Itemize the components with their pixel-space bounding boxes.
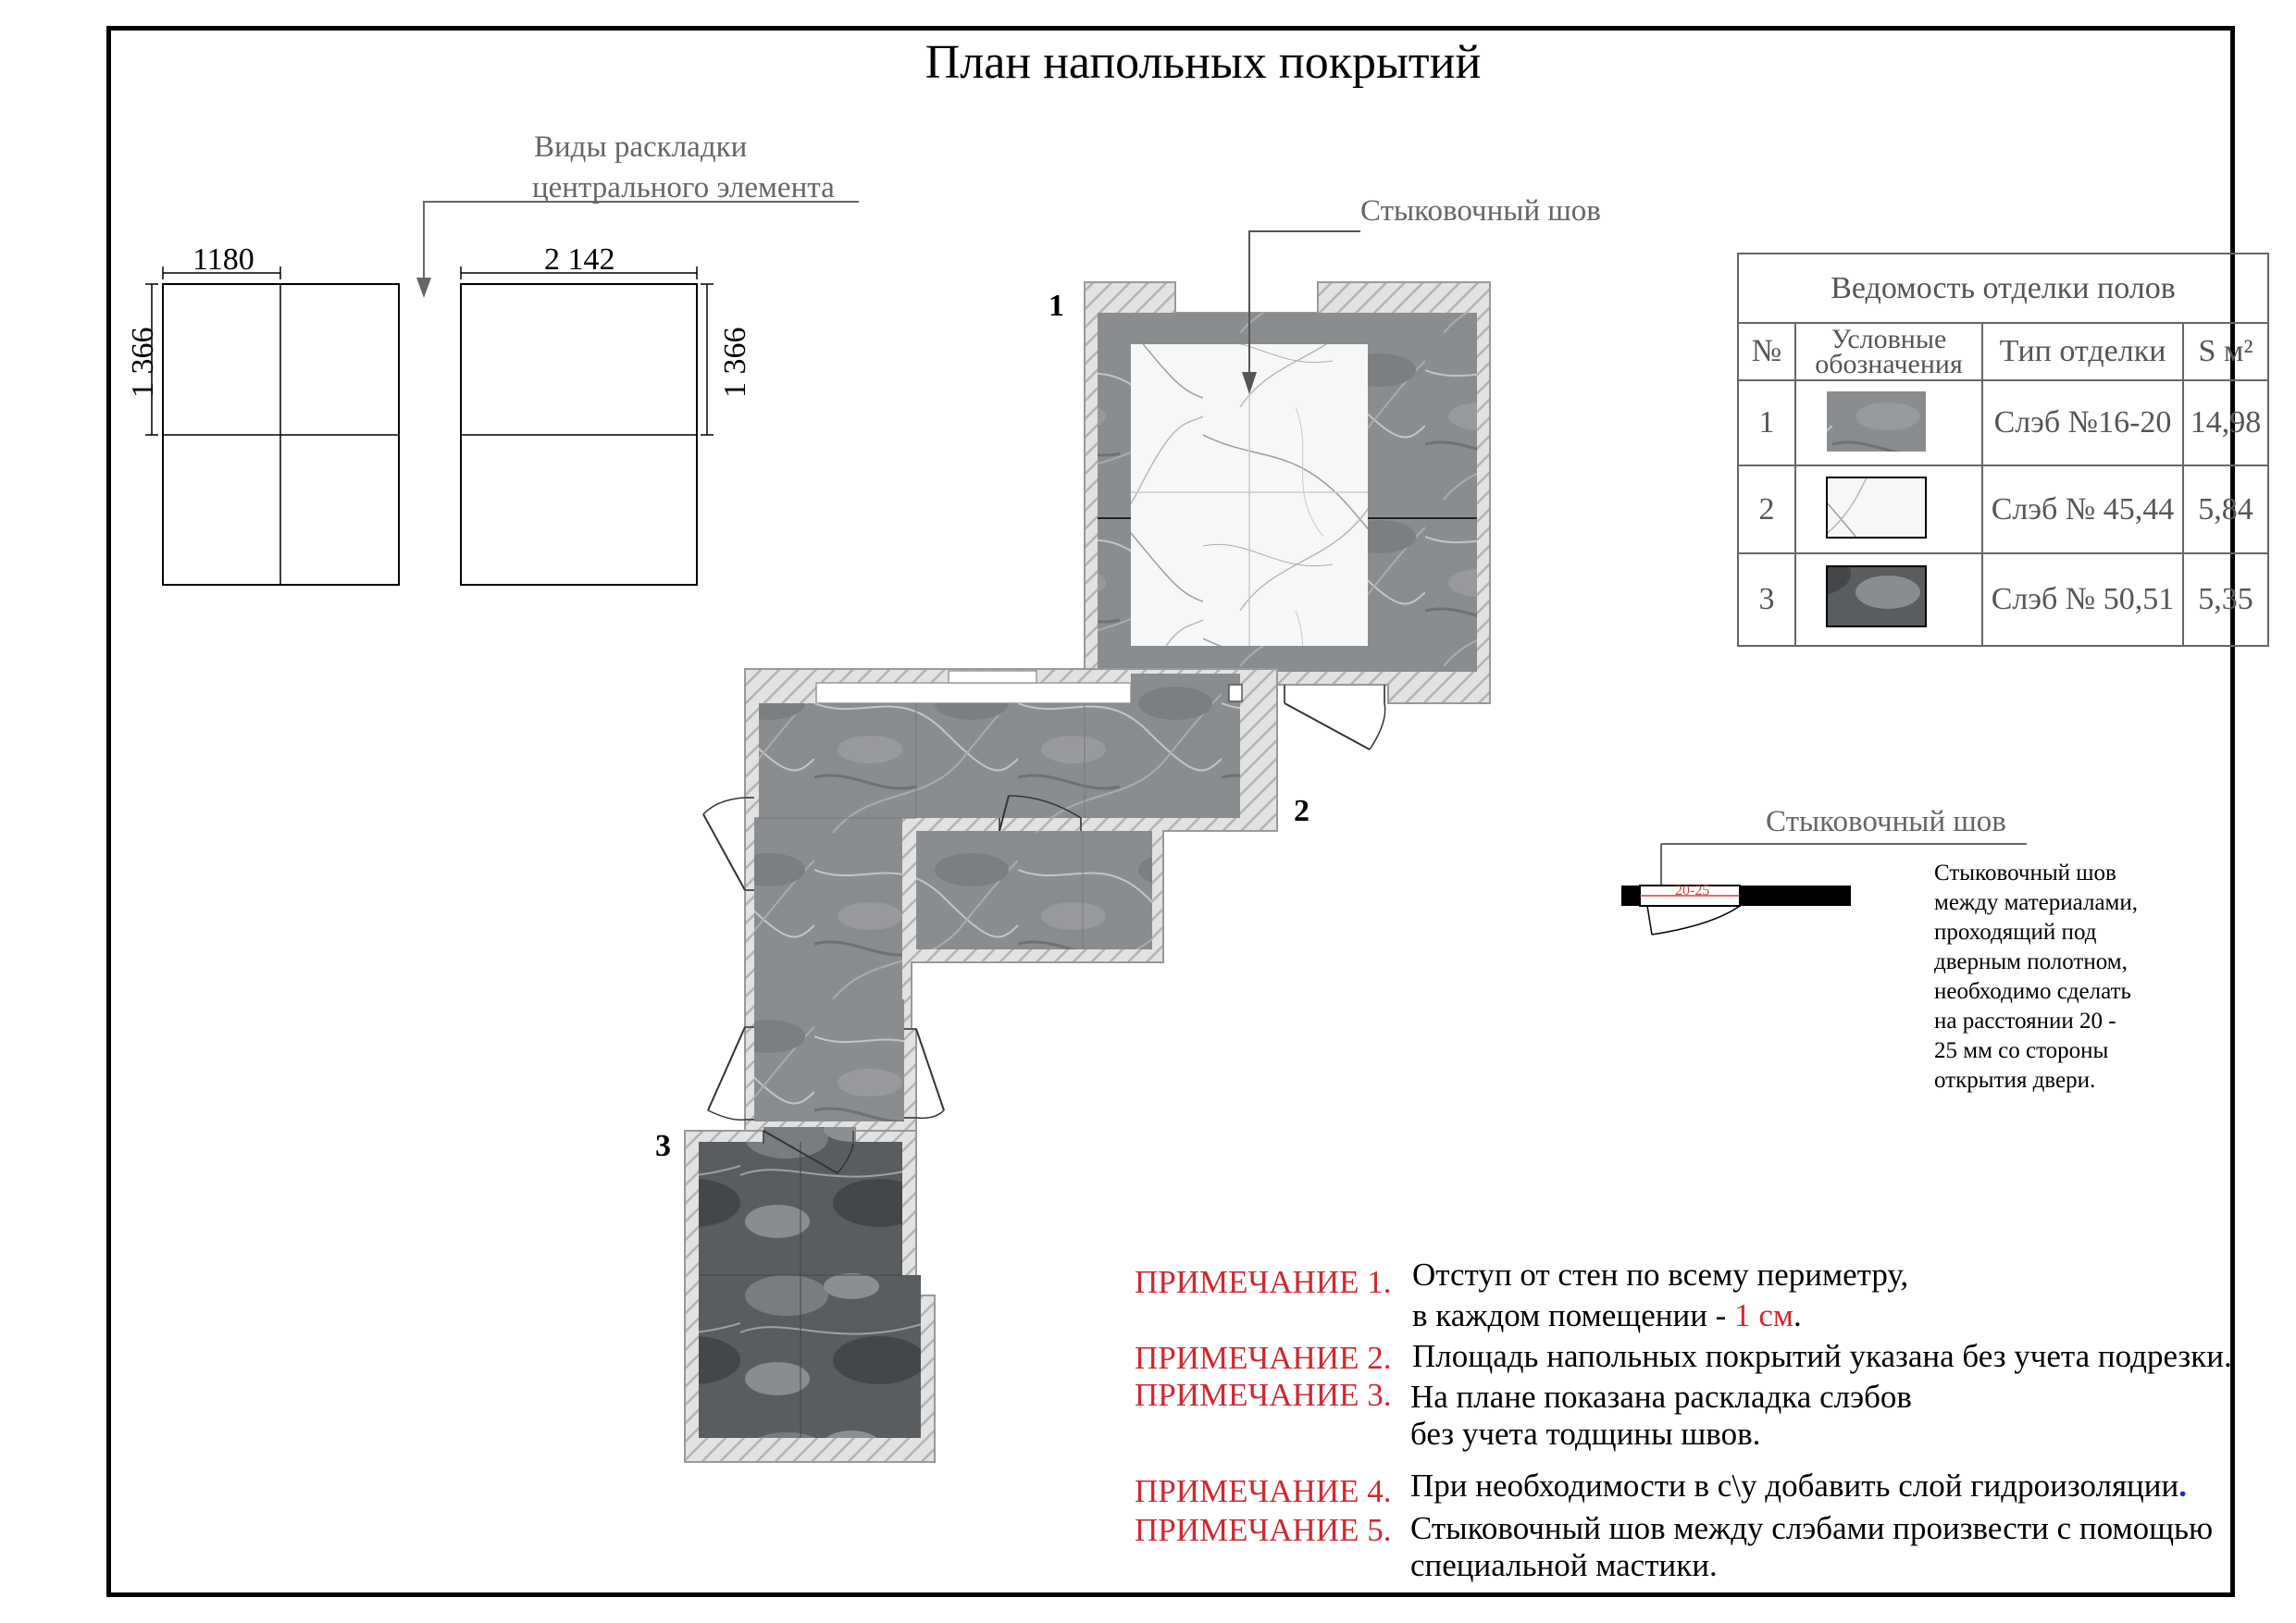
view1-width-label: 1180 bbox=[192, 242, 254, 277]
row-area: 5,84 bbox=[2182, 465, 2269, 554]
table-header-legend: Условные обозначения bbox=[1794, 322, 1983, 381]
corridor-vertical-a bbox=[754, 818, 902, 999]
row-num: 3 bbox=[1737, 552, 1796, 647]
seam-detail-dim: 20-25 bbox=[1675, 883, 1710, 898]
corridor-side-room bbox=[916, 831, 1152, 949]
corridor-upper bbox=[759, 703, 1240, 818]
note-label: ПРИМЕЧАНИЕ 1. bbox=[1135, 1264, 1392, 1300]
room3-dark-bottom bbox=[699, 1275, 921, 1438]
seam-text-line: проходящий под bbox=[1934, 920, 2097, 945]
seam-text-line: 25 мм со стороны bbox=[1934, 1038, 2109, 1063]
drawing-frame bbox=[106, 26, 2235, 1597]
note-label: ПРИМЕЧАНИЕ 3. bbox=[1135, 1377, 1392, 1413]
room-label-2: 2 bbox=[1294, 794, 1309, 828]
table-row: 2 Слэб № 45,44 5,84 bbox=[1737, 465, 2269, 554]
seam-text-line: на расстоянии 20 - bbox=[1934, 1009, 2116, 1034]
seam-text-line: Стыковочный шов bbox=[1934, 861, 2116, 886]
seam-label-top: Стыковочный шов bbox=[1360, 194, 1601, 228]
row-legend bbox=[1794, 465, 1983, 554]
row-type: Слэб №16-20 bbox=[1981, 379, 2184, 466]
note-text: Площадь напольных покрытий указана без у… bbox=[1412, 1338, 2232, 1374]
table-row: 1 Слэб №16-20 14,98 bbox=[1737, 379, 2269, 466]
row-legend bbox=[1794, 552, 1983, 647]
seam-text-line: открытия двери. bbox=[1934, 1068, 2096, 1093]
view2-width-label: 2 142 bbox=[544, 242, 615, 277]
note-text: На плане показана раскладка слэбов bbox=[1410, 1379, 1912, 1415]
row-type: Слэб № 45,44 bbox=[1981, 465, 2184, 554]
note-text: Отступ от стен по всему периметру, bbox=[1412, 1257, 1909, 1293]
note-text: При необходимости в с\у добавить слой ги… bbox=[1410, 1468, 2187, 1504]
row-area: 14,98 bbox=[2182, 379, 2269, 466]
page-title: План напольных покрытий bbox=[925, 36, 1482, 89]
note-highlight: 1 см bbox=[1734, 1297, 1794, 1333]
row-area: 5,35 bbox=[2182, 552, 2269, 647]
layout-caption-line2: центрального элемента bbox=[532, 171, 835, 204]
note-label: ПРИМЕЧАНИЕ 4. bbox=[1135, 1473, 1392, 1509]
seam-detail-text: Стыковочный шов между материалами, прохо… bbox=[1934, 859, 2138, 1096]
row-num: 1 bbox=[1737, 379, 1796, 466]
table-header-num: № bbox=[1737, 322, 1796, 381]
layout-caption-line1: Виды раскладки bbox=[534, 130, 748, 164]
note-text: Стыковочный шов между слэбами произвести… bbox=[1410, 1510, 2214, 1546]
finish-table: Ведомость отделки полов № Условные обозн… bbox=[1737, 253, 2269, 647]
note-label: ПРИМЕЧАНИЕ 2. bbox=[1135, 1340, 1392, 1376]
row-legend bbox=[1794, 379, 1983, 466]
row-type: Слэб № 50,51 bbox=[1981, 552, 2184, 647]
note-text: в каждом помещении - 1 см. bbox=[1412, 1297, 1802, 1333]
table-header-type: Тип отделки bbox=[1981, 322, 2184, 381]
finish-table-title: Ведомость отделки полов bbox=[1737, 253, 2269, 324]
room-label-3: 3 bbox=[655, 1129, 671, 1163]
room-label-1: 1 bbox=[1049, 289, 1064, 323]
corridor-vertical-b bbox=[754, 999, 904, 1121]
note-text: без учета тодщины швов. bbox=[1410, 1416, 1761, 1452]
seam-text-line: необходимо сделать bbox=[1934, 979, 2131, 1004]
layout-views-caption: Виды раскладки центрального элемента bbox=[532, 127, 835, 208]
table-row: 3 Слэб № 50,51 5,35 bbox=[1737, 552, 2269, 647]
seam-detail-title: Стыковочный шов bbox=[1766, 805, 2006, 838]
note-label: ПРИМЕЧАНИЕ 5. bbox=[1135, 1512, 1392, 1548]
note-text: специальной мастики. bbox=[1410, 1547, 1718, 1583]
seam-text-line: дверным полотном, bbox=[1934, 949, 2128, 974]
table-header-area: S м² bbox=[2182, 322, 2269, 381]
seam-text-line: между материалами, bbox=[1934, 890, 2138, 915]
row-num: 2 bbox=[1737, 465, 1796, 554]
